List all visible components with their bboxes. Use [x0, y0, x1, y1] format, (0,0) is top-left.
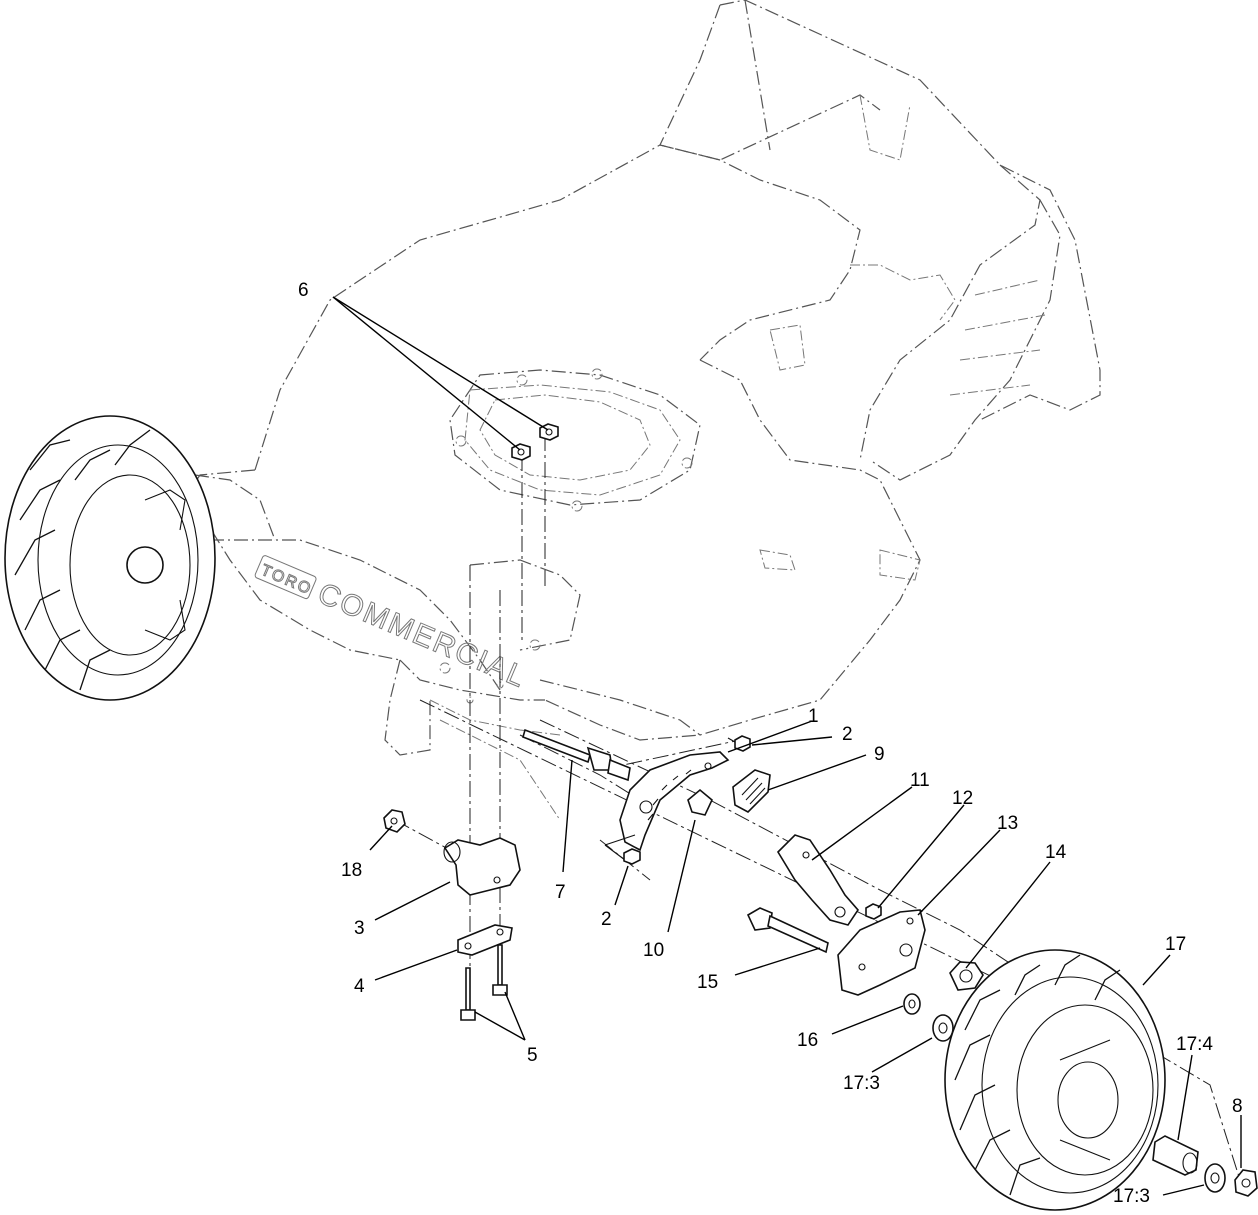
callout-11: 11 [910, 770, 930, 791]
callout-1: 1 [808, 706, 819, 727]
callout-2-lower: 2 [601, 909, 612, 930]
part-17-3-washer-lower [1204, 1163, 1226, 1193]
toro-logo-text: TORO [258, 562, 314, 599]
part-10-clip [687, 788, 713, 816]
part-18-nut [383, 809, 406, 833]
mower-deck-outline [189, 0, 1101, 821]
callout-3: 3 [354, 918, 365, 939]
part-17-3-spacer-upper [932, 1014, 954, 1042]
part-12-nut [865, 903, 882, 920]
callout-8: 8 [1232, 1096, 1243, 1117]
callout-15: 15 [697, 972, 718, 993]
callout-13: 13 [997, 813, 1018, 834]
part-5-bolts [460, 944, 508, 1021]
callout-2-upper: 2 [842, 724, 853, 745]
callout-12: 12 [952, 788, 973, 809]
callout-7: 7 [555, 882, 566, 903]
callout-9: 9 [874, 744, 885, 765]
callout-4: 4 [354, 976, 365, 997]
part-15-shoulder-bolt [746, 907, 829, 954]
callout-17-3-lower: 17:3 [1113, 1186, 1150, 1207]
callout-5: 5 [527, 1045, 538, 1066]
callout-labels: 6 1 2 9 11 12 13 14 17 17:4 8 17:3 17:3 … [298, 280, 1243, 1207]
part-9-lever-grip [732, 769, 771, 813]
part-14-flange-nut [949, 961, 984, 991]
assembly-center-lines [394, 435, 1241, 1181]
callout-16: 16 [797, 1030, 818, 1051]
callout-17-3-upper: 17:3 [843, 1073, 880, 1094]
part-3-axle-housing [443, 837, 521, 896]
part-4-plate [457, 924, 513, 956]
part-6-flange-nuts [511, 423, 559, 461]
part-2-flange-nut-lower [623, 848, 641, 865]
callout-10: 10 [643, 940, 664, 961]
commercial-text: COMMERCIAL [313, 577, 531, 695]
deck-brand-lettering: TORO COMMERCIAL [254, 555, 532, 695]
part-11-lever-arm [776, 834, 860, 926]
callout-17: 17 [1165, 934, 1186, 955]
part-1-height-bracket [604, 751, 730, 861]
part-16-washer [903, 993, 921, 1015]
callout-18: 18 [341, 860, 362, 881]
callout-14: 14 [1045, 842, 1067, 863]
callout-17-4: 17:4 [1176, 1034, 1213, 1055]
front-left-wheel [4, 415, 216, 701]
part-8-flange-nut [1234, 1169, 1258, 1197]
part-17-rear-wheel [944, 949, 1166, 1211]
part-13-mount-plate [837, 909, 926, 996]
part-2-flange-nut-upper [727, 735, 751, 752]
part-17-4-bearing [1152, 1135, 1199, 1176]
callout-6: 6 [298, 280, 309, 301]
leader-lines [332, 296, 1242, 1196]
part-7-axle-shaft [522, 728, 631, 782]
